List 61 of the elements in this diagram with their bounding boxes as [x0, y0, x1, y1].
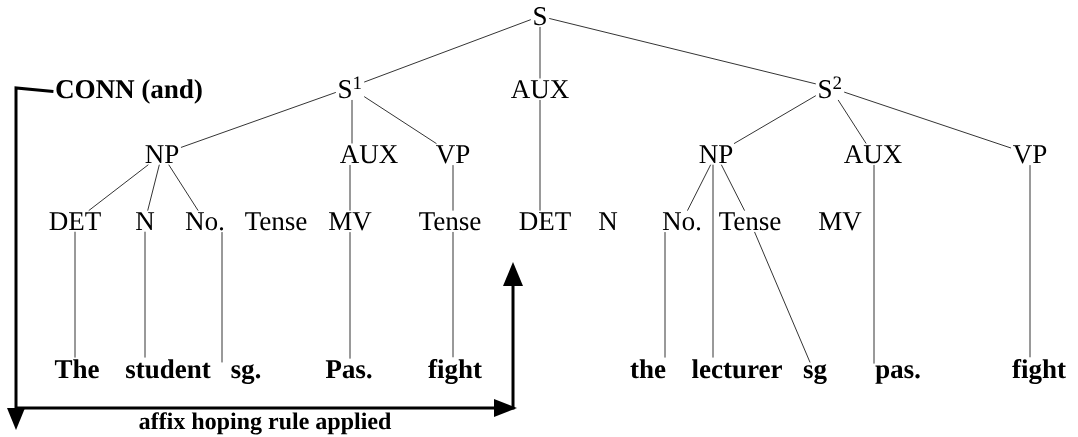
- tree-branch: [221, 231, 223, 363]
- category-label: Tense: [719, 212, 781, 231]
- word-label: fight: [428, 359, 482, 384]
- tree-branch: [452, 164, 454, 212]
- category-label: NP: [145, 145, 179, 163]
- tree-branch: [687, 164, 712, 212]
- category-label: DET: [519, 212, 571, 231]
- tree-branch: [733, 95, 817, 145]
- tree-branch: [720, 164, 745, 212]
- connective-label: CONN (and): [56, 79, 202, 104]
- word-label: sg: [803, 364, 827, 384]
- bracket-arrow: [7, 86, 523, 430]
- tree-branch: [363, 19, 532, 83]
- word-label: pas.: [875, 365, 920, 384]
- category-label: S$^{1}$: [339, 76, 361, 99]
- tree-branch: [144, 231, 146, 358]
- tree-branch: [74, 231, 76, 358]
- category-label: VP: [1013, 145, 1047, 164]
- word-label: The: [54, 359, 99, 379]
- tree-branch: [363, 96, 437, 145]
- rule-label: affix hoping rule applied: [139, 412, 392, 435]
- category-label: No.: [185, 212, 224, 231]
- tree-branch: [754, 231, 811, 363]
- category-label: Tense: [419, 212, 481, 231]
- tree-branch: [837, 99, 867, 144]
- tree-branch: [873, 164, 875, 364]
- category-label: MV: [819, 212, 862, 231]
- tree-branch: [349, 231, 351, 360]
- tree-branch: [843, 91, 1012, 149]
- category-label: AUX: [844, 145, 902, 164]
- tree-branch: [351, 99, 353, 144]
- word-label: lecturer: [692, 359, 782, 379]
- category-label: Tense: [245, 212, 307, 231]
- category-label: S: [534, 7, 546, 26]
- tree-branch: [452, 231, 454, 358]
- tree-branch: [180, 92, 337, 148]
- category-label: AUX: [511, 80, 569, 99]
- tree-branch: [349, 164, 351, 212]
- category-label: N: [136, 212, 155, 230]
- category-label: MV: [329, 212, 372, 231]
- tree-branch: [147, 164, 160, 212]
- word-label: fight: [1012, 359, 1066, 384]
- tree-branch: [712, 164, 714, 358]
- word-label: student: [126, 359, 211, 379]
- category-label: AUX: [340, 145, 398, 164]
- category-label: NP: [699, 145, 733, 163]
- category-label: S$^{2}$: [819, 76, 841, 99]
- category-label: No.: [662, 212, 701, 231]
- tree-branch: [548, 18, 817, 85]
- tree-branch: [539, 99, 541, 212]
- category-label: N: [599, 212, 618, 230]
- tree-branch: [539, 26, 541, 79]
- word-label: sg.: [231, 364, 261, 384]
- category-label: DET: [49, 212, 101, 231]
- tree-branch: [664, 231, 666, 358]
- word-label: Pas.: [325, 360, 372, 379]
- tree-branch: [168, 164, 199, 212]
- tree-branch: [1029, 164, 1031, 358]
- tree-branch: [88, 164, 149, 212]
- word-label: the: [630, 359, 666, 379]
- category-label: VP: [436, 145, 470, 164]
